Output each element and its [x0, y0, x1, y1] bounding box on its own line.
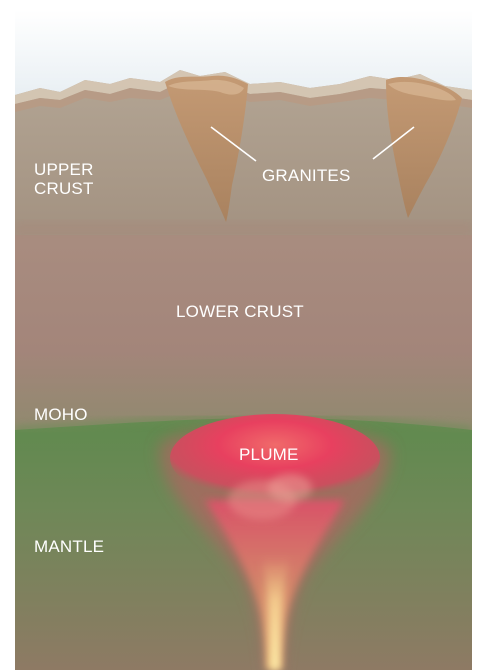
mantle-label: MANTLE: [34, 537, 104, 556]
upper-crust-label-line1: UPPER: [34, 160, 94, 179]
moho-label: MOHO: [34, 405, 88, 424]
upper-crust-label: UPPER CRUST: [34, 160, 94, 198]
lower-crust-layer: [15, 225, 472, 435]
granites-label: GRANITES: [262, 166, 351, 185]
upper-crust-label-line2: CRUST: [34, 179, 94, 198]
plume-label: PLUME: [239, 445, 299, 464]
lower-crust-label: LOWER CRUST: [176, 302, 304, 321]
